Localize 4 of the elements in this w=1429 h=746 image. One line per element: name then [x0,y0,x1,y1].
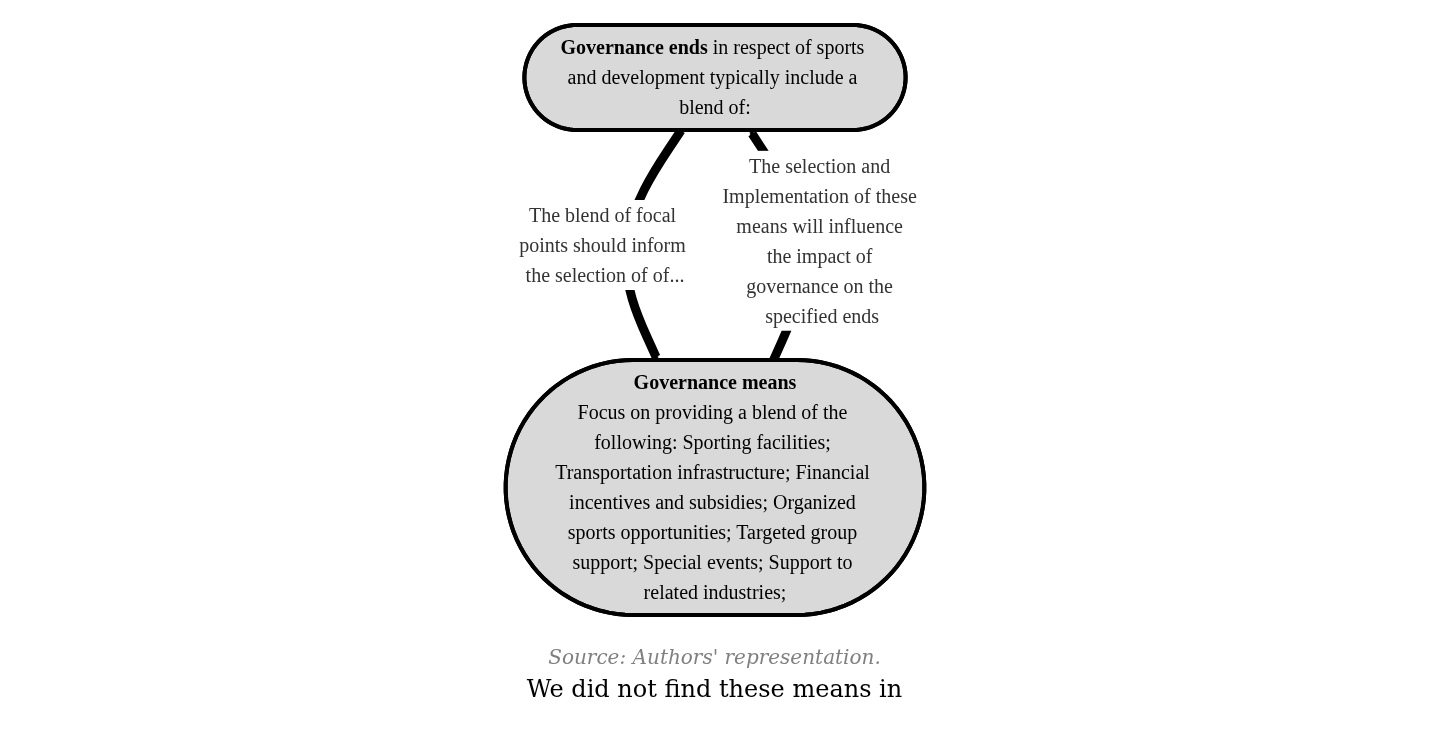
edge-label: The blend of focal points should inform the selection of of... [519,204,686,286]
note-text: We did not find these means in [526,675,903,703]
source-note: Source: Authors' representation. [548,645,881,669]
edge-label: The selection and Implementation of these means will influence the impact of governance on the specified ends [722,154,917,327]
